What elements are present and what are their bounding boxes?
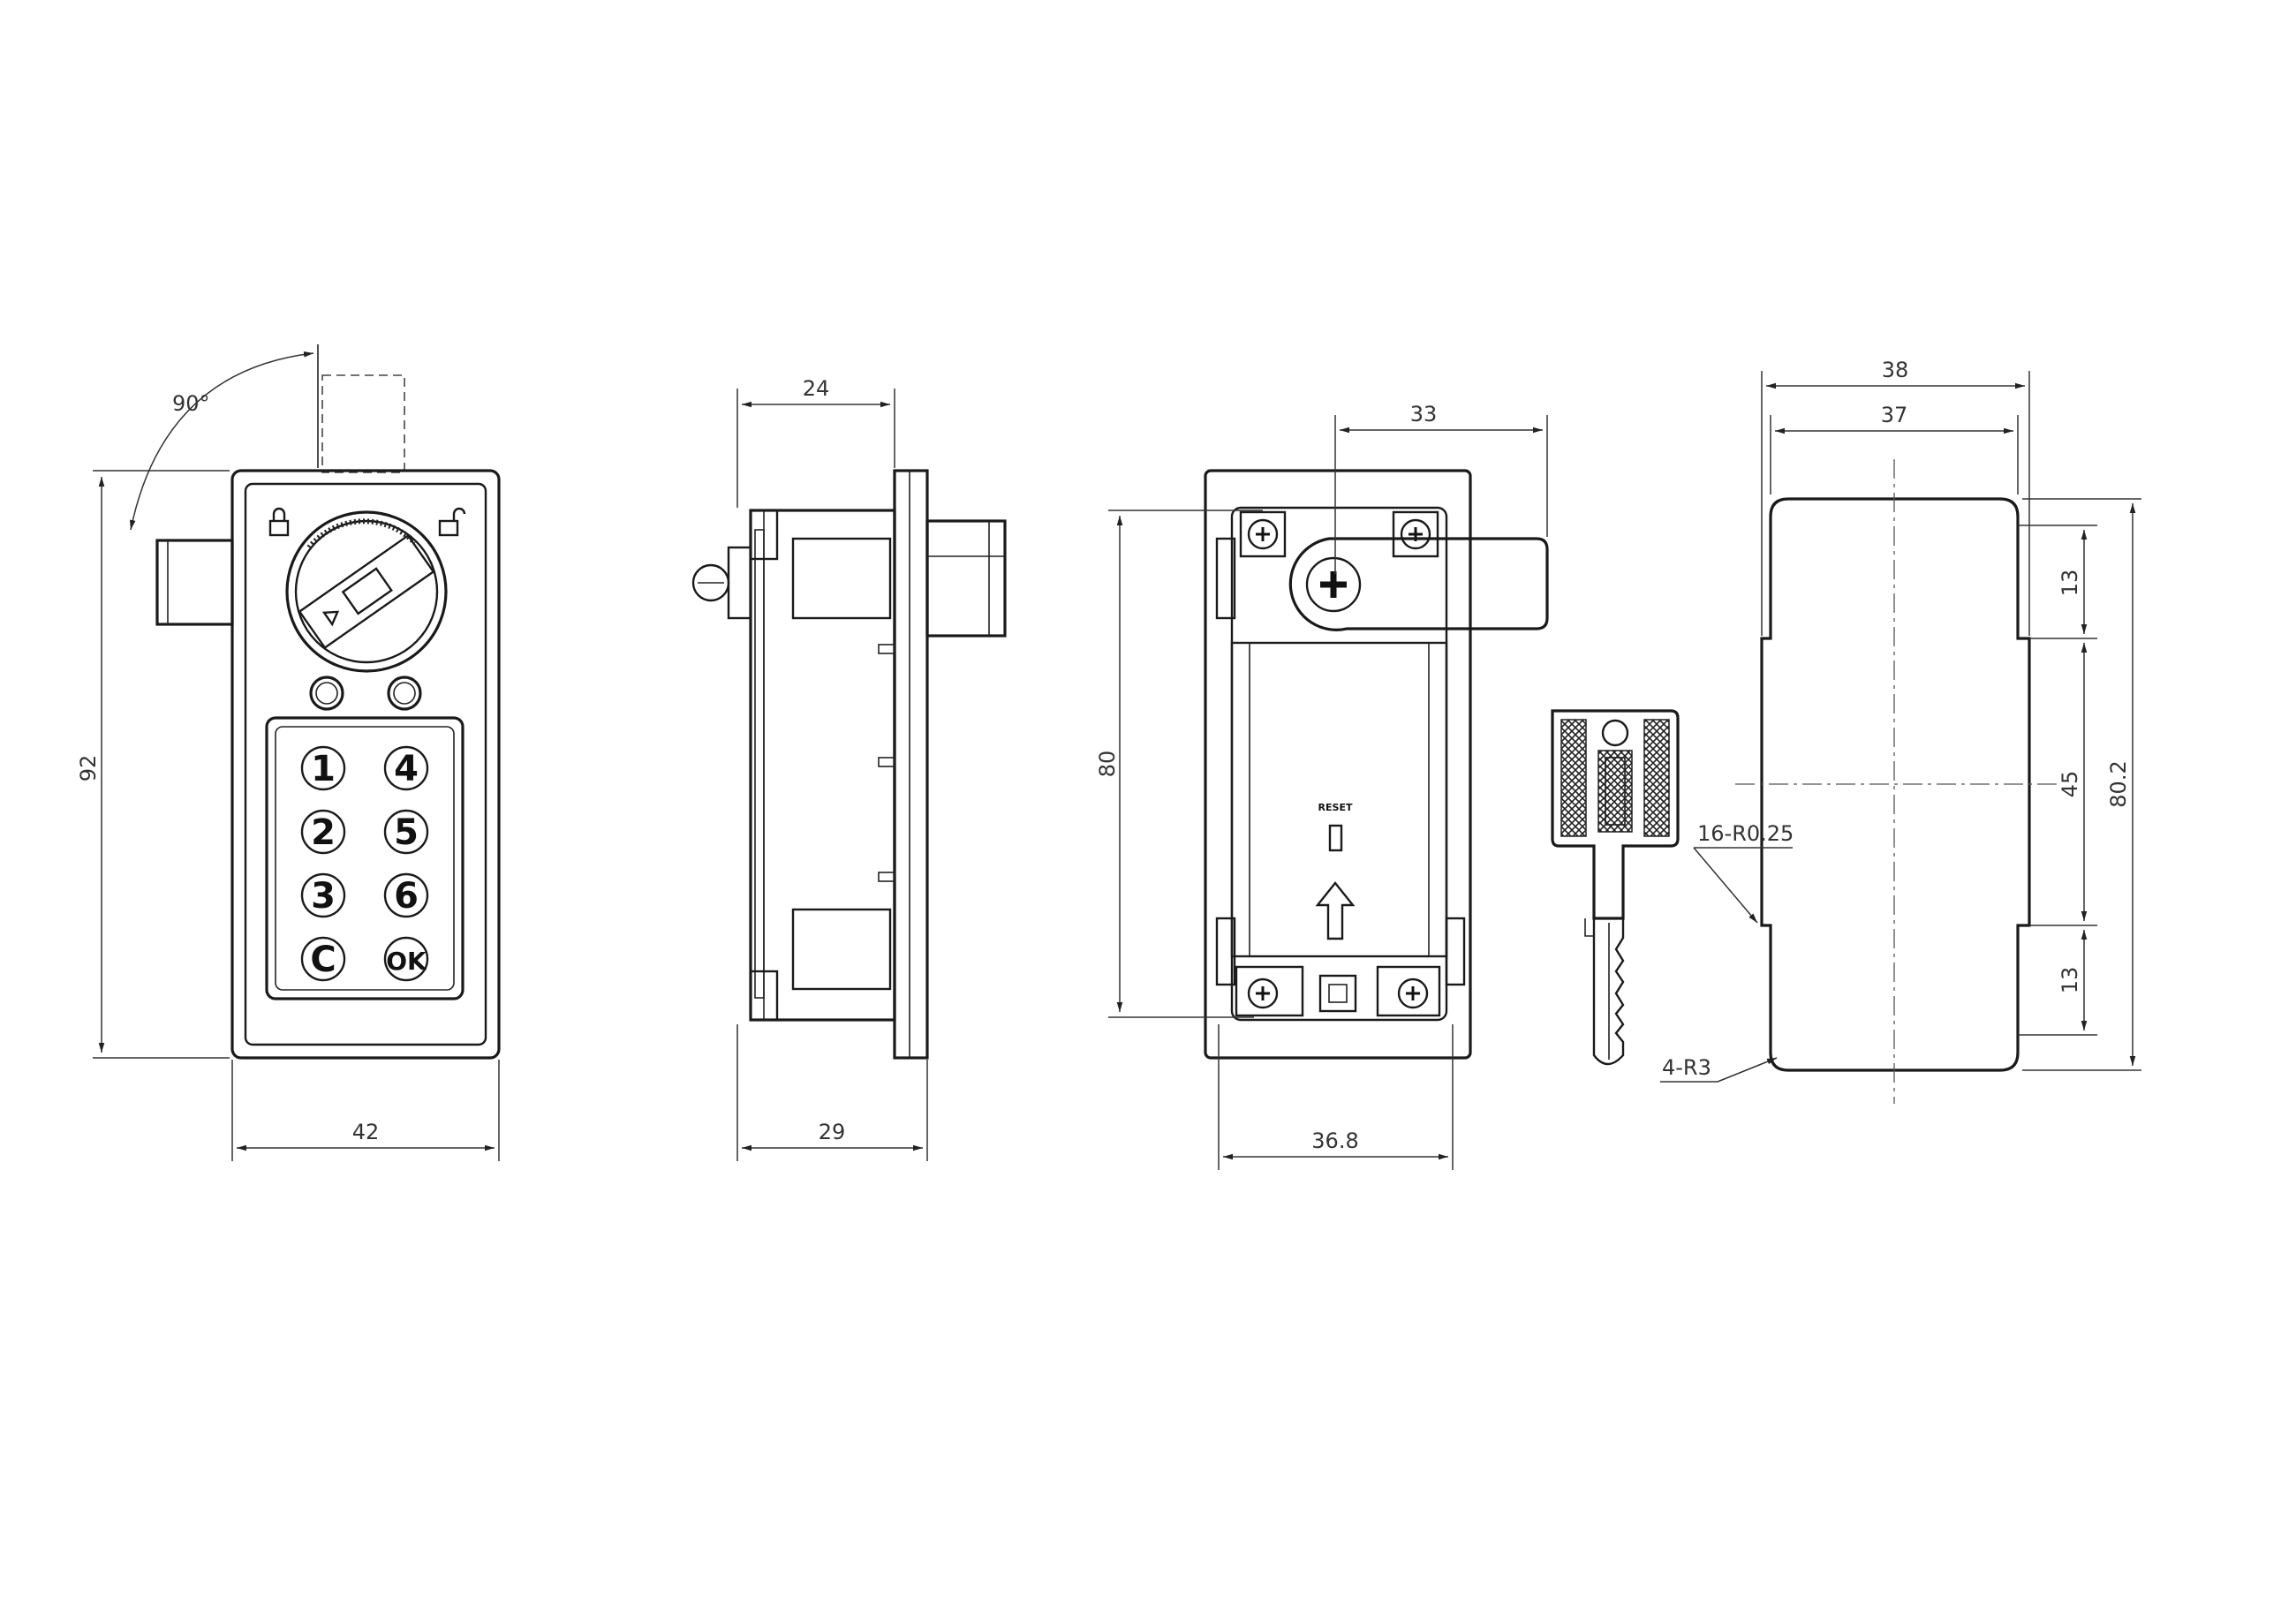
side-view: 24 29 (691, 376, 1007, 1161)
height-dimension-label: 92 (76, 755, 101, 782)
width-dimension-label: 42 (352, 1120, 380, 1144)
corner-radius-label: 4-R3 (1662, 1055, 1711, 1080)
svg-text:C: C (310, 940, 336, 980)
cutout-view: 38 37 13 45 13 80.2 16-R0.25 4-R3 (1660, 358, 2141, 1104)
keypad-key-6[interactable]: 6 (383, 872, 429, 918)
svg-text:6: 6 (394, 876, 419, 917)
back-view: RESET 33 80 36.8 (1095, 402, 1549, 1170)
cutout-height-label: 80.2 (2106, 760, 2131, 807)
svg-text:1: 1 (311, 749, 336, 789)
reset-button[interactable] (1328, 824, 1343, 852)
svg-text:5: 5 (394, 812, 419, 853)
cutout-middle-segment-label: 45 (2058, 771, 2082, 798)
corner-radius-leader (1717, 1057, 1778, 1083)
back-top-dimension-label: 33 (1410, 402, 1438, 427)
reset-label: RESET (1318, 802, 1353, 813)
cutout-bottom-segment-label: 13 (2058, 967, 2082, 994)
front-housing (230, 469, 501, 1060)
led-indicator-right (387, 676, 422, 711)
svg-text:OK: OK (386, 947, 427, 976)
keypad-key-4[interactable]: 4 (383, 745, 429, 791)
led-indicator-left (309, 676, 344, 711)
rotation-arc (129, 351, 314, 531)
back-screw-bottom-right (1376, 965, 1441, 1017)
cutout-inner-width-label: 37 (1881, 403, 1908, 427)
cam-spindle (1305, 556, 1362, 613)
side-bottom-dimension-label: 29 (819, 1120, 846, 1144)
override-key (1551, 709, 1680, 1066)
side-body (749, 509, 896, 1022)
back-faceplate (1204, 469, 1472, 1060)
back-screw-top-left (1239, 510, 1287, 558)
angle-dimension-label: 90° (172, 391, 210, 416)
panel-cutout-outline (1760, 497, 2031, 1072)
rotated-bolt-outline (321, 374, 405, 473)
keypad-key-1[interactable]: 1 (300, 745, 346, 791)
keypad-key-c[interactable]: C (300, 936, 346, 982)
side-faceplate (893, 469, 929, 1060)
cutout-outer-width-label: 38 (1882, 358, 1909, 382)
keypad-keys: 1 4 2 5 3 6 C (300, 745, 429, 982)
keypad-key-5[interactable]: 5 (383, 809, 429, 855)
back-screw-top-right (1392, 510, 1439, 558)
svg-text:4: 4 (394, 749, 419, 789)
back-bottom-dimension-label: 36.8 (1311, 1129, 1358, 1153)
locked-padlock-icon (268, 507, 290, 537)
svg-text:3: 3 (311, 876, 336, 917)
front-view: 90° (76, 344, 501, 1161)
side-bolt (925, 519, 1007, 638)
keypad-panel (265, 716, 464, 1000)
battery-arrow-icon (1315, 881, 1356, 940)
cutout-top-segment-label: 13 (2058, 570, 2082, 597)
cam-arm (1288, 537, 1549, 631)
rotary-knob (285, 510, 448, 673)
back-screw-bottom-left (1235, 965, 1304, 1017)
keypad-key-3[interactable]: 3 (300, 872, 346, 918)
unlocked-padlock-icon (438, 507, 466, 537)
back-height-dimension-label: 80 (1095, 751, 1120, 778)
side-top-dimension-label: 24 (803, 376, 830, 401)
small-radius-label: 16-R0.25 (1697, 821, 1794, 846)
keypad-key-ok[interactable]: OK (383, 936, 429, 982)
svg-text:2: 2 (311, 812, 336, 853)
keypad-key-2[interactable]: 2 (300, 809, 346, 855)
small-radius-leader (1693, 847, 1758, 924)
side-screw-head (691, 563, 730, 602)
key-hole (1601, 719, 1629, 747)
